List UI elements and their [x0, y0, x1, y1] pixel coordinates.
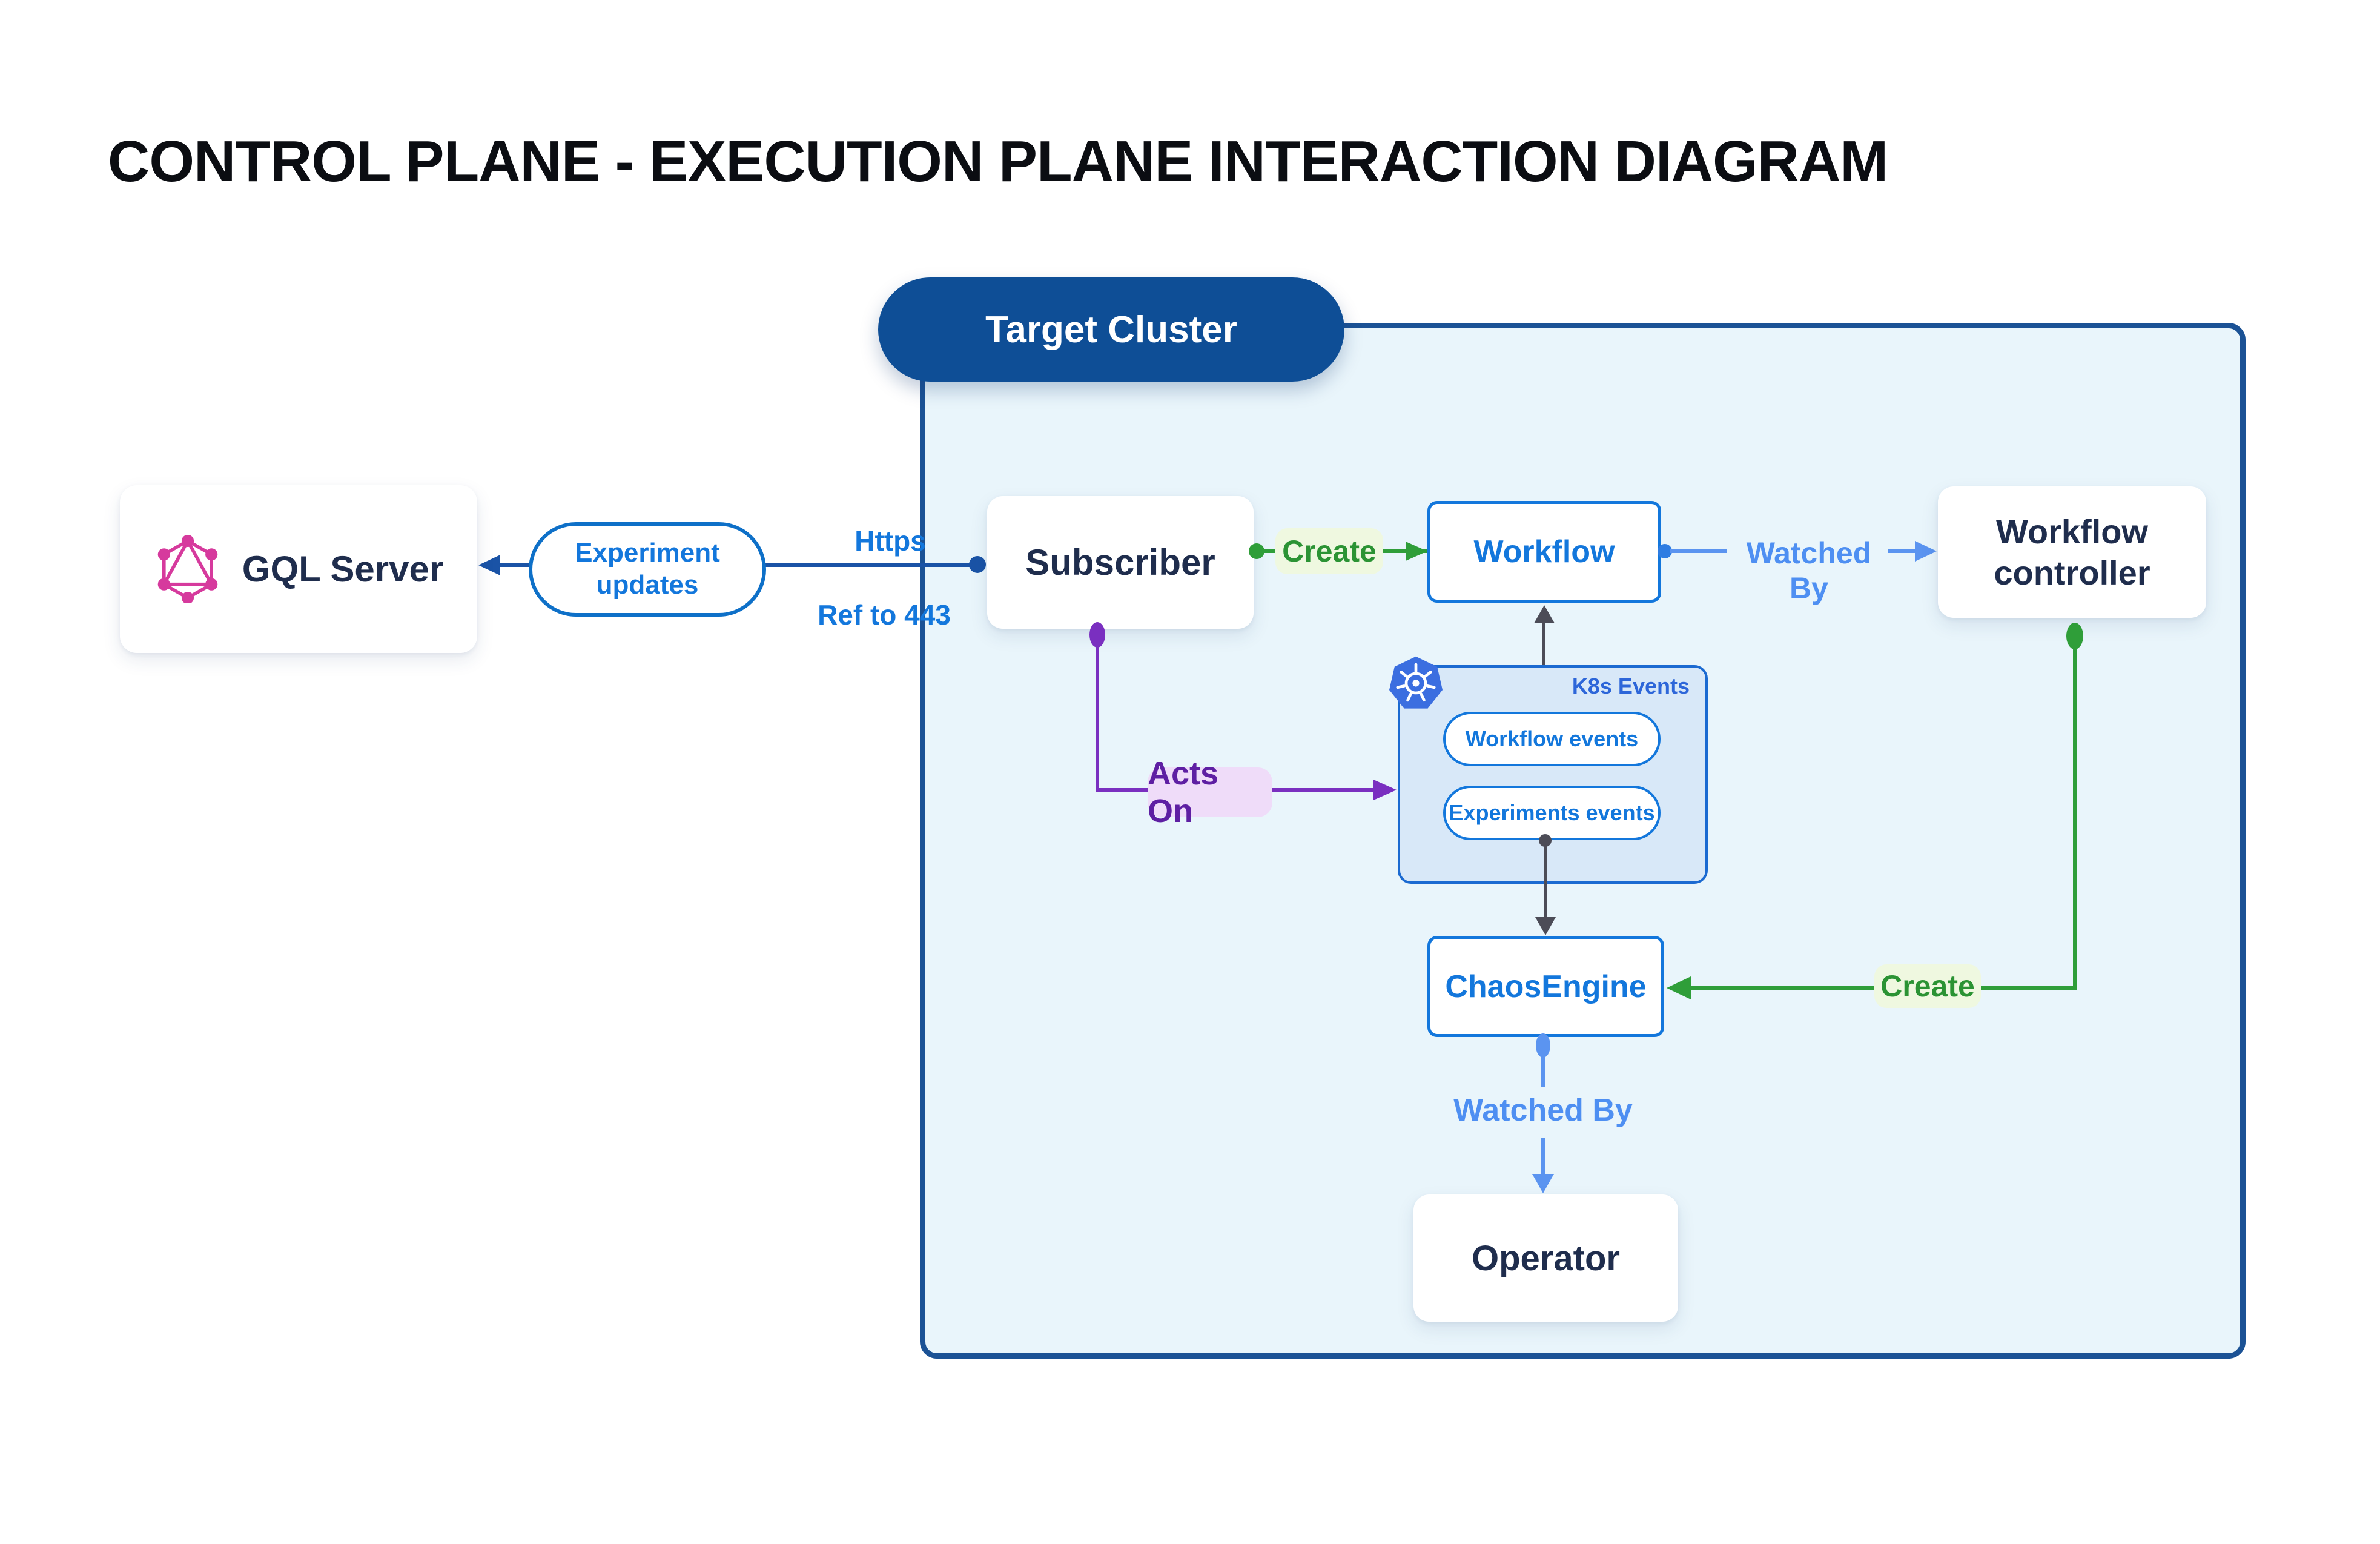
experiment-updates-badge: Experiment updates — [529, 522, 766, 617]
node-chaos-engine: ChaosEngine — [1427, 936, 1664, 1037]
experiments-events-pill: Experiments events — [1443, 786, 1661, 840]
chaos-engine-label: ChaosEngine — [1445, 969, 1647, 1004]
node-operator: Operator — [1413, 1194, 1678, 1322]
arrowhead-down-to-chaosengine — [1535, 917, 1556, 935]
ref-443-label: Ref to 443 — [818, 599, 951, 631]
acts-on-label: Acts On — [1148, 755, 1219, 829]
arrowhead-to-k8s-events — [1373, 780, 1397, 800]
node-workflow: Workflow — [1427, 501, 1661, 603]
experiments-events-label: Experiments events — [1449, 800, 1655, 825]
operator-label: Operator — [1472, 1238, 1620, 1278]
acts-on-line-v — [1096, 642, 1099, 792]
node-workflow-controller: Workflow controller — [1938, 486, 2206, 618]
arrowhead-up-to-workflow — [1534, 605, 1555, 623]
watched-by-workflow-dot — [1658, 544, 1672, 558]
k8s-events-label: K8s Events — [1572, 674, 1690, 698]
subscriber-label: Subscriber — [1025, 542, 1215, 583]
arrowhead-to-workflow-controller — [1915, 541, 1937, 562]
arrowhead-to-workflow — [1406, 542, 1427, 561]
watched-by-workflow-line-2 — [1888, 549, 1916, 553]
workflow-events-label: Workflow events — [1465, 726, 1639, 751]
create-workflow-label-pill: Create — [1275, 528, 1383, 574]
create-chaosengine-label: Create — [1880, 969, 1975, 1003]
watched-by-operator-line-2 — [1541, 1138, 1545, 1175]
node-subscriber: Subscriber — [987, 496, 1254, 629]
watched-by-operator-line-1 — [1541, 1054, 1545, 1087]
k8s-chaos-line — [1544, 845, 1547, 919]
workflow-controller-label: Workflow controller — [1994, 512, 2150, 592]
watched-by-operator-label: Watched By — [1453, 1093, 1633, 1128]
watched-by-operator-dot — [1536, 1033, 1550, 1058]
gql-server-label: GQL Server — [242, 549, 444, 589]
arrowhead-to-gql — [478, 555, 500, 575]
target-cluster-label: Target Cluster — [985, 308, 1237, 351]
page-title: CONTROL PLANE - EXECUTION PLANE INTERACT… — [108, 129, 1888, 194]
k8s-events-group — [1398, 665, 1708, 884]
experiments-events-dot — [1539, 834, 1552, 847]
https-label: Https — [854, 525, 926, 557]
create-chaos-line-v — [2073, 643, 2077, 990]
acts-on-label-pill: Acts On — [1148, 755, 1272, 829]
kubernetes-icon — [1387, 654, 1444, 714]
watched-by-workflow-label: Watched By — [1746, 536, 1872, 605]
watched-by-workflow-line-1 — [1670, 549, 1727, 553]
graphql-icon — [154, 535, 222, 603]
arrowhead-to-chaosengine-left — [1667, 976, 1691, 999]
experiment-updates-label: Experiment updates — [575, 538, 720, 600]
arrowhead-to-operator — [1532, 1174, 1554, 1193]
workflow-events-pill: Workflow events — [1443, 712, 1661, 766]
create-workflow-label: Create — [1282, 534, 1377, 568]
target-cluster-pill: Target Cluster — [878, 277, 1344, 382]
node-gql-server: GQL Server — [120, 485, 477, 653]
create-chaosengine-label-pill: Create — [1874, 964, 1981, 1008]
https-line-dot — [969, 556, 986, 573]
workflow-label: Workflow — [1473, 534, 1615, 569]
